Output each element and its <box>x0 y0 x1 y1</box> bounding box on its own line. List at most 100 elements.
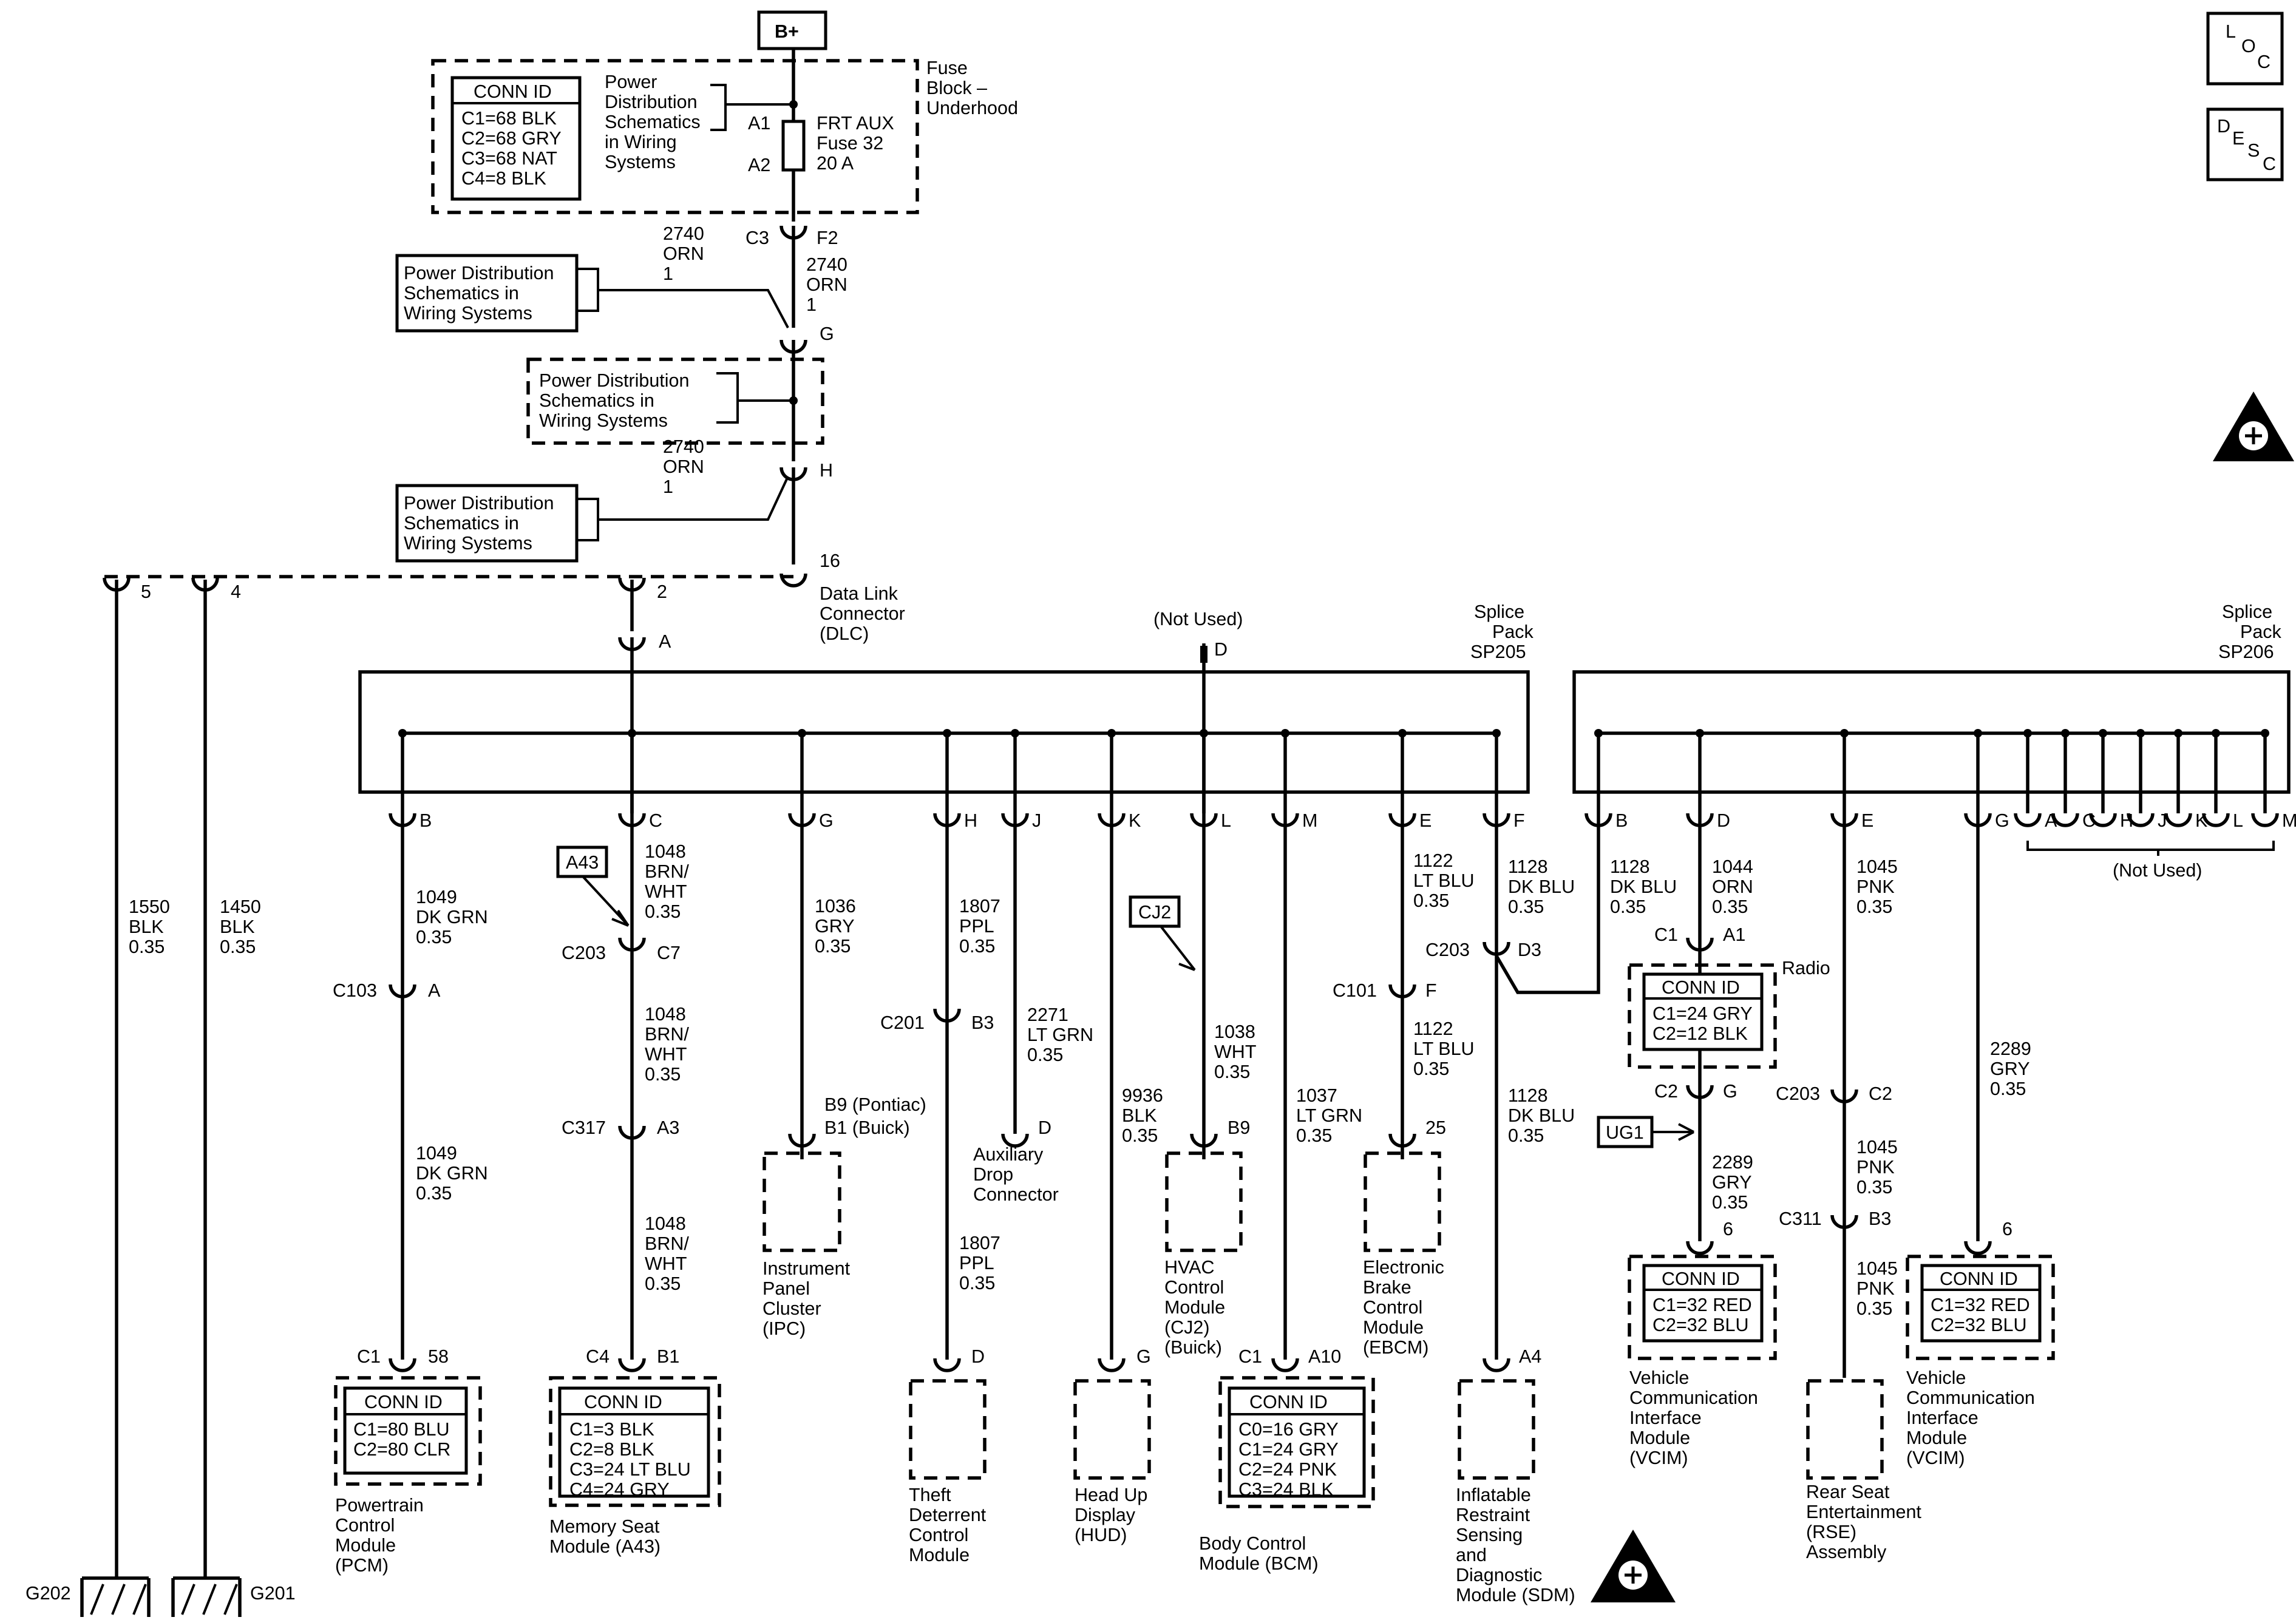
svg-text:C203: C203 <box>1776 1083 1820 1104</box>
sdm-c203-connector <box>1483 941 1510 956</box>
sp205-splice-dot <box>398 729 407 737</box>
sp206-pin-c <box>2051 813 2079 827</box>
svg-text:5: 5 <box>141 581 151 602</box>
sp206-splice-dot <box>2136 729 2145 737</box>
svg-text:C2: C2 <box>1869 1083 1892 1104</box>
svg-text:G: G <box>1136 1346 1151 1367</box>
sdm-module <box>1458 1379 1535 1480</box>
radio-c2-connector <box>1686 1085 1714 1099</box>
sp205-block <box>358 670 1530 794</box>
sp205-splice-dot <box>1398 729 1407 737</box>
ipc-module <box>763 1151 841 1252</box>
sp205-pin-label: M <box>1302 810 1317 831</box>
svg-text:C311: C311 <box>1779 1208 1822 1229</box>
svg-text:S: S <box>2247 140 2260 161</box>
fuse-pin-a2: A2 <box>748 155 770 175</box>
svg-text:C203: C203 <box>562 943 606 963</box>
sp206-pin-k <box>2164 813 2192 827</box>
svg-text:F: F <box>1425 980 1437 1001</box>
sp205-pin-label: G <box>819 810 834 831</box>
svg-text:C317: C317 <box>562 1117 606 1138</box>
radio-module <box>1628 963 1777 1069</box>
pd-box-3-bracket <box>577 476 789 541</box>
rse-c203-connector <box>1830 1089 1858 1103</box>
radio-conn-id <box>1642 972 1764 1051</box>
loc-icon[interactable]: L O C <box>2206 12 2284 86</box>
mem-conn-id <box>558 1386 710 1498</box>
vcim2-conn-id <box>1920 1264 2042 1343</box>
svg-text:D3: D3 <box>1518 940 1541 960</box>
sp206-splice-dot <box>2174 729 2182 737</box>
sp206-pin-label: D <box>1717 810 1730 831</box>
dlc-pin-16 <box>779 573 807 588</box>
svg-text:C1: C1 <box>1238 1346 1262 1367</box>
svg-text:C2: C2 <box>1654 1081 1678 1102</box>
sp206-splice-dot <box>2261 729 2269 737</box>
svg-text:CONN ID: CONN ID <box>1662 1269 1740 1289</box>
svg-text:B1: B1 <box>657 1346 679 1367</box>
vcim1-module <box>1628 1255 1777 1360</box>
theft-module <box>909 1379 987 1480</box>
svg-text:A: A <box>428 980 441 1001</box>
svg-text:4: 4 <box>231 581 241 602</box>
not-used-bracket <box>2026 841 2275 856</box>
c103-connector <box>389 984 416 998</box>
hud-connector <box>1098 1358 1126 1372</box>
h-pin: H <box>820 460 833 481</box>
sp205-splice-dot <box>628 729 636 737</box>
sp206-pin-label: B <box>1615 810 1628 831</box>
svg-text:CONN ID: CONN ID <box>1940 1269 2018 1289</box>
ground-g201 <box>171 1576 242 1617</box>
desc-icon[interactable]: D E S C <box>2206 107 2284 181</box>
sp205-pin-label: B <box>419 810 432 831</box>
sp206-pin-h <box>2089 813 2117 827</box>
sp205-pin-label: K <box>1129 810 1141 831</box>
sp205-splice-dot <box>1011 729 1019 737</box>
svg-text:A10: A10 <box>1308 1346 1341 1367</box>
sp205-splice-dot <box>1281 729 1289 737</box>
pd-box-2-bracket <box>716 372 793 424</box>
sp206-pin-m <box>2251 813 2279 827</box>
aux-connector <box>1001 1133 1029 1148</box>
pd-box-1-bracket <box>577 268 789 328</box>
c317-connector <box>618 1125 646 1140</box>
svg-text:B3: B3 <box>971 1012 994 1033</box>
bcm-connector <box>1271 1358 1299 1372</box>
svg-text:C: C <box>2257 52 2271 72</box>
svg-text:B3: B3 <box>1869 1208 1891 1229</box>
bplus-label: B+ <box>775 21 799 42</box>
hud-module <box>1073 1379 1151 1480</box>
airbag-warning-icon-bottom <box>1591 1530 1676 1602</box>
sp205-splice-dot <box>798 729 806 737</box>
ipc-pins: B9 (Pontiac)B1 (Buick) <box>824 1094 926 1138</box>
sp206-pin-label: G <box>1995 810 2009 831</box>
g201-label: G201 <box>250 1583 296 1604</box>
fuse-conn-id-title: CONN ID <box>474 81 552 102</box>
